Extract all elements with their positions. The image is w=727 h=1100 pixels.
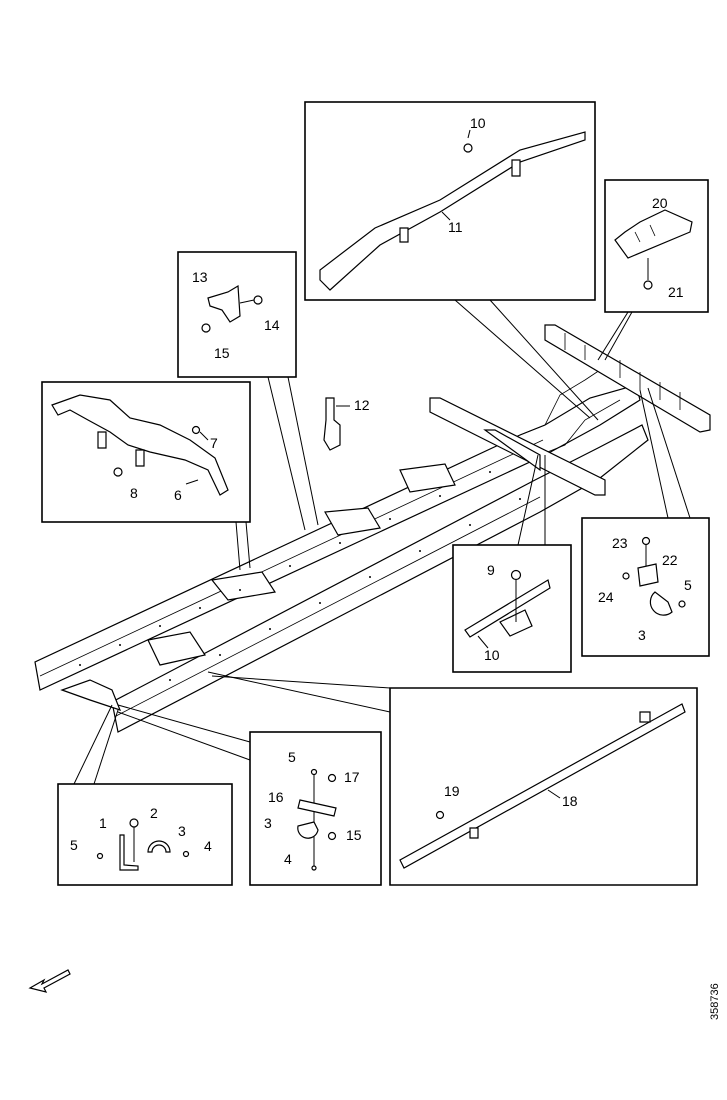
detail-box-clamp-assembly: 5 17 16 3 15 4 <box>249 731 382 886</box>
frame-callout-12: 12 <box>336 397 370 413</box>
callout-14: 14 <box>264 317 280 333</box>
callout-19: 19 <box>444 783 460 799</box>
callout-24: 24 <box>598 589 614 605</box>
callout-13: 13 <box>192 269 208 285</box>
callout-21: 21 <box>668 284 684 300</box>
drawing-code: 358736 <box>709 983 721 1020</box>
callout-17: 17 <box>344 769 360 785</box>
callout-3-right: 3 <box>638 627 646 643</box>
callout-20: 20 <box>652 195 668 211</box>
detail-box-clamp: 23 22 24 5 3 <box>581 517 710 657</box>
callout-11: 11 <box>448 219 463 235</box>
callout-16: 16 <box>268 789 284 805</box>
callout-15-bm: 15 <box>346 827 362 843</box>
callout-5-right: 5 <box>684 577 692 593</box>
callout-2: 2 <box>150 805 158 821</box>
chassis-frame <box>34 324 711 733</box>
detail-box-side-plate: 7 8 6 <box>41 381 251 523</box>
detail-box-side-member: 10 11 <box>304 101 596 301</box>
callout-8: 8 <box>130 485 138 501</box>
callout-3-bl: 3 <box>178 823 186 839</box>
callout-9: 9 <box>487 562 495 578</box>
callout-6: 6 <box>174 487 182 503</box>
detail-box-clip-left: 1 2 3 5 4 <box>57 783 233 886</box>
frame-holes <box>79 471 521 681</box>
callout-1: 1 <box>99 815 107 831</box>
callout-15: 15 <box>214 345 230 361</box>
forward-arrow-icon <box>28 969 71 993</box>
callout-22: 22 <box>662 552 678 568</box>
callout-3-bm: 3 <box>264 815 272 831</box>
callout-5-bm: 5 <box>288 749 296 765</box>
leader-lines <box>73 299 691 785</box>
callout-4-bm: 4 <box>284 851 292 867</box>
callout-18: 18 <box>562 793 578 809</box>
detail-box-bracket: 13 14 15 <box>177 251 297 378</box>
detail-box-long-rail: 19 18 <box>389 687 698 886</box>
callout-23: 23 <box>612 535 628 551</box>
callout-10: 10 <box>470 115 486 131</box>
callout-5-bl: 5 <box>70 837 78 853</box>
detail-box-plate: 20 21 <box>604 179 709 313</box>
callout-12: 12 <box>354 397 370 413</box>
callout-10-mid: 10 <box>484 647 500 663</box>
callout-7: 7 <box>210 435 218 451</box>
callout-4-bl: 4 <box>204 838 212 854</box>
detail-box-support: 9 10 <box>452 544 572 673</box>
